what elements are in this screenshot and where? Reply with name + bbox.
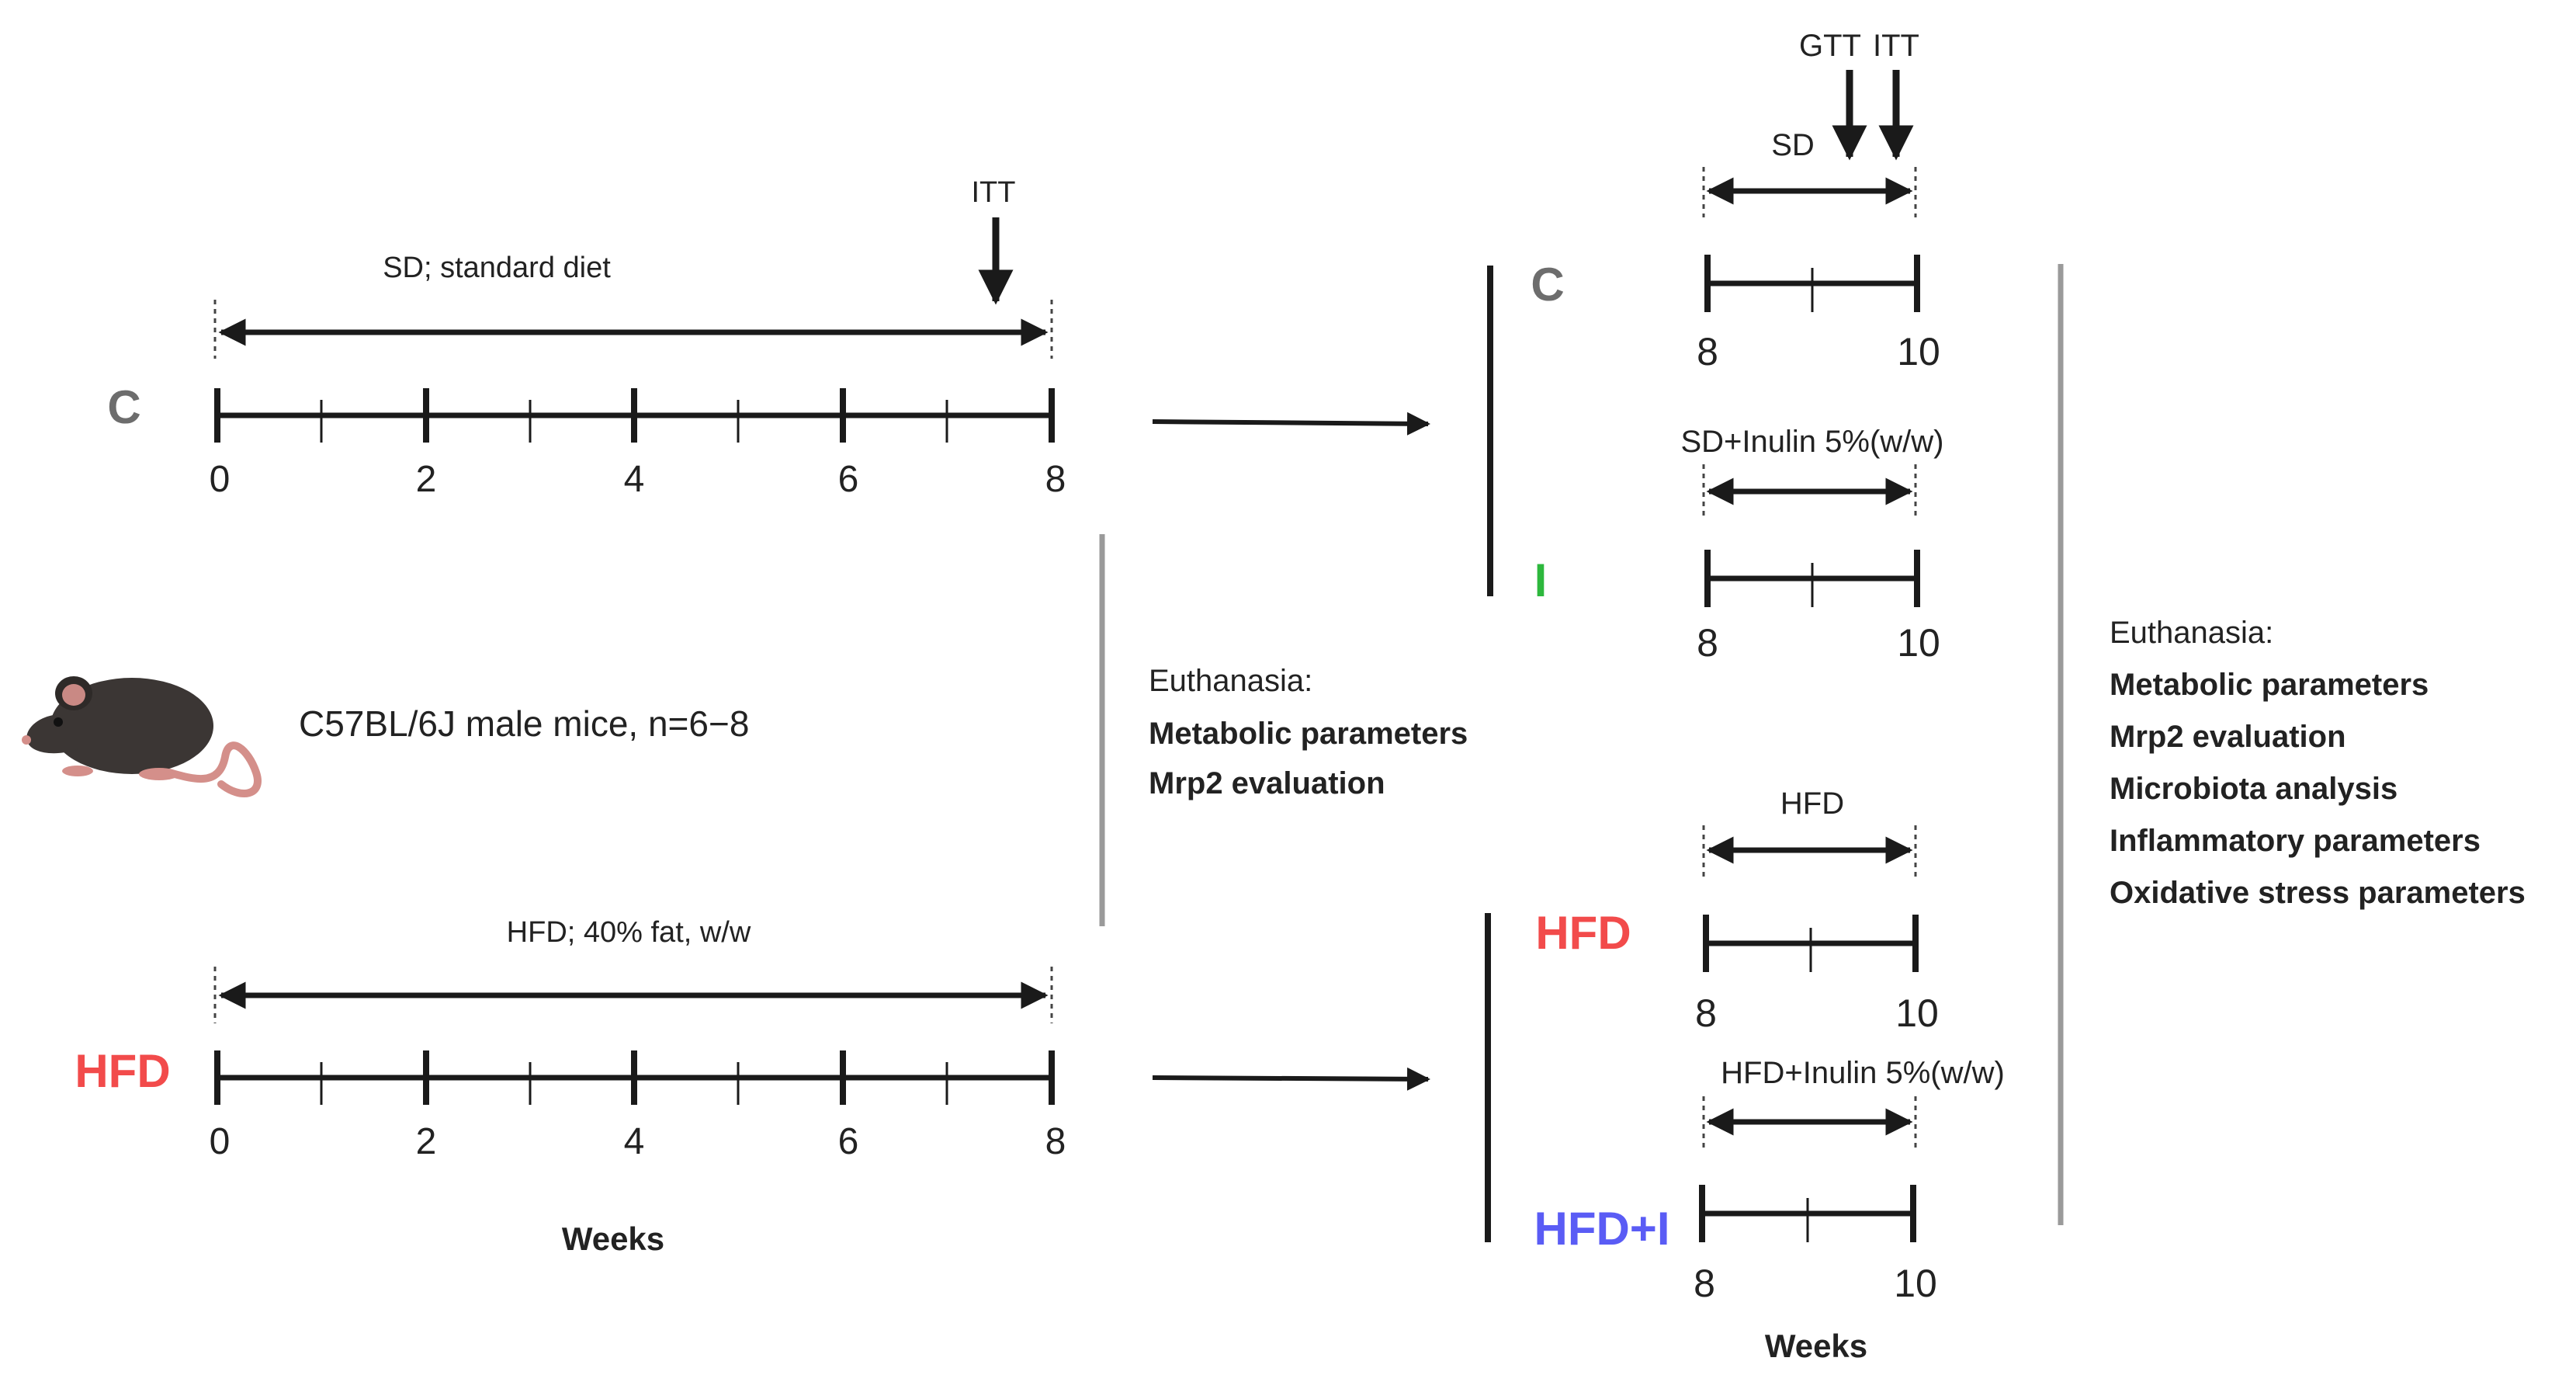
itt-label-phase2: ITT — [1873, 29, 1919, 63]
tick-label: 8 — [1045, 459, 1066, 500]
timeline — [1699, 1185, 1916, 1242]
group-label-hfd-i: HFD+I — [1534, 1203, 1669, 1255]
tick-label: 2 — [416, 459, 437, 500]
hfd-timeline — [214, 1050, 1055, 1105]
diet-label: SD — [1771, 128, 1815, 162]
euthanasia-title: Euthanasia: — [1149, 664, 1312, 698]
phase2-group-i: SD+Inulin 5%(w/w) I 8 10 — [1534, 425, 1944, 665]
phase2-group-hfd: HFD HFD 8 10 — [1535, 786, 1938, 1035]
tick-end: 10 — [1897, 621, 1940, 665]
timeline — [1704, 255, 1920, 312]
tick-start: 8 — [1697, 330, 1718, 373]
sd-diet-label: SD; standard diet — [383, 252, 611, 284]
group-label-i: I — [1534, 554, 1548, 606]
mouse-description: C57BL/6J male mice, n=6−8 — [299, 703, 749, 744]
tick-start: 8 — [1697, 621, 1718, 665]
tick-start: 8 — [1695, 991, 1717, 1035]
hfd-diet-label: HFD; 40% fat, w/w — [507, 916, 751, 949]
tick-label: 2 — [416, 1121, 437, 1162]
timeline — [1703, 915, 1919, 972]
euthanasia-title: Euthanasia: — [2110, 616, 2273, 650]
euthanasia-block-phase2: Euthanasia: Metabolic parameters Mrp2 ev… — [2110, 616, 2526, 910]
itt-label: ITT — [972, 176, 1016, 209]
gtt-label: GTT — [1799, 29, 1861, 63]
group-label-c: C — [1531, 259, 1564, 311]
phase1-control-group: SD; standard diet ITT C 0 2 4 6 8 — [107, 176, 1066, 500]
tick-label: 6 — [838, 1121, 859, 1162]
tick-label: 0 — [210, 1121, 231, 1162]
tick-label: 4 — [624, 459, 645, 500]
tick-label: 8 — [1045, 1121, 1066, 1162]
tick-label: 4 — [624, 1121, 645, 1162]
group-label-hfd: HFD — [75, 1045, 170, 1097]
euthanasia-item: Metabolic parameters — [2110, 668, 2429, 702]
phase2-group-hfd-i: HFD+Inulin 5%(w/w) HFD+I 8 10 — [1534, 1056, 2004, 1305]
mouse-icon — [22, 676, 262, 797]
euthanasia-item: Microbiota analysis — [2110, 772, 2397, 806]
euthanasia-item: Mrp2 evaluation — [2110, 720, 2346, 754]
transition-arrow-control — [1152, 411, 1430, 436]
tick-label: 6 — [838, 459, 859, 500]
phase2-axis-label: Weeks — [1765, 1328, 1867, 1364]
euthanasia-block-phase1: Euthanasia: Metabolic parameters Mrp2 ev… — [1149, 664, 1468, 800]
group-label-c: C — [107, 381, 140, 433]
tick-end: 10 — [1895, 991, 1939, 1035]
phase1-axis-label: Weeks — [562, 1221, 664, 1257]
tick-label: 0 — [210, 459, 231, 500]
phase2-group-c: SD C 8 10 — [1531, 128, 1940, 373]
tick-end: 10 — [1894, 1262, 1937, 1305]
euthanasia-item: Oxidative stress parameters — [2110, 876, 2526, 910]
control-timeline — [214, 388, 1055, 443]
tick-start: 8 — [1694, 1262, 1715, 1305]
euthanasia-item: Mrp2 evaluation — [1149, 766, 1385, 800]
timeline — [1704, 550, 1920, 607]
diet-label: HFD+Inulin 5%(w/w) — [1721, 1056, 2005, 1090]
group-label-hfd: HFD — [1535, 907, 1631, 959]
euthanasia-item: Metabolic parameters — [1149, 717, 1468, 751]
tick-end: 10 — [1897, 330, 1940, 373]
diet-label: HFD — [1780, 786, 1844, 821]
diet-label: SD+Inulin 5%(w/w) — [1680, 425, 1943, 459]
transition-arrow-hfd — [1152, 1067, 1430, 1091]
euthanasia-item: Inflammatory parameters — [2110, 824, 2481, 858]
phase1-hfd-group: HFD; 40% fat, w/w HFD 0 2 4 6 8 Weeks — [75, 916, 1066, 1257]
